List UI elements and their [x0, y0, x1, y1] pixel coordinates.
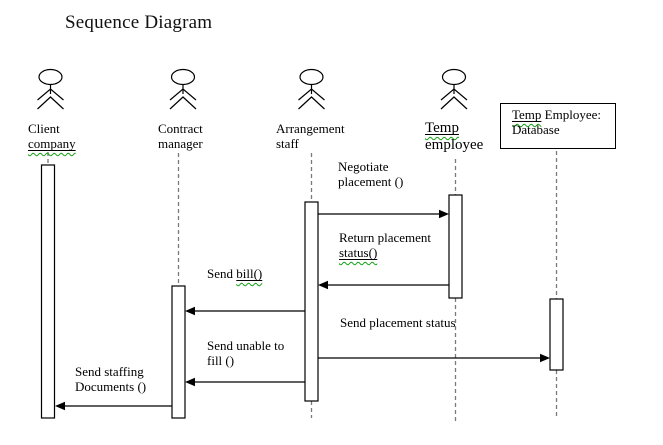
send-bill-arrow [185, 306, 305, 316]
message-prefix: Send [207, 266, 237, 281]
underlined-word: status() [339, 245, 378, 260]
arrowhead-right-icon [439, 209, 449, 219]
underlined-word: company [28, 136, 76, 151]
actor-label-line: Arrangement [276, 121, 345, 136]
arrowhead-left-icon [185, 377, 195, 387]
contract-manager-activation-bar [171, 285, 186, 419]
message-label-send-staffing-documents: Send staffing Documents () [75, 364, 146, 394]
underlined-word: Temp [425, 120, 459, 136]
arrowhead-left-icon [185, 306, 195, 316]
actor-label-line: company [28, 136, 76, 151]
temp-employee-actor-icon [440, 68, 468, 110]
actor-label-line: staff [276, 136, 299, 151]
arrowhead-right-icon [540, 353, 550, 363]
temp-employee-activation-bar [448, 194, 463, 299]
message-label-negotiate-placement: Negotiate placement () [338, 159, 403, 189]
arrangement-staff-actor-icon [298, 68, 325, 110]
database-activation-bar [549, 298, 564, 371]
actor-label-line: manager [158, 136, 203, 151]
actor-label-line: Client [28, 121, 60, 136]
object-name-rest: Employee: [541, 107, 601, 122]
page-title: Sequence Diagram [65, 12, 213, 33]
message-line: Send unable to [207, 338, 285, 353]
message-line: Documents () [75, 379, 147, 394]
underlined-word: bill() [236, 266, 263, 281]
message-line: status() [339, 245, 431, 260]
actor-label-line: Contract [158, 121, 203, 136]
client-activation-bar [40, 164, 56, 419]
message-line: Return placement [339, 230, 432, 245]
database-object-box: Temp Employee: Database [500, 103, 616, 149]
actor-label-arrangement-staff: Arrangement staff [276, 121, 345, 151]
message-line: placement () [338, 174, 404, 189]
send-unable-to-fill-arrow [185, 377, 305, 387]
message-label-send-bill: Send bill() [207, 266, 262, 281]
arrowhead-left-icon [318, 280, 328, 290]
underlined-word: Temp [512, 107, 542, 122]
send-staffing-documents-arrow [55, 401, 172, 411]
client-actor-icon [37, 68, 64, 110]
message-label-send-placement-status: Send placement status [340, 315, 456, 330]
return-placement-status-arrow [318, 280, 449, 290]
message-label-return-placement-status: Return placement status() [339, 230, 431, 260]
message-line: Negotiate [338, 159, 389, 174]
arrowhead-left-icon [55, 401, 65, 411]
send-placement-status-arrow [318, 353, 550, 363]
arrangement-staff-activation-bar [304, 201, 319, 402]
actor-label-contract-manager: Contract manager [158, 121, 203, 151]
message-label-send-unable-to-fill: Send unable to fill () [207, 338, 284, 368]
message-line: Send staffing [75, 364, 144, 379]
message-line: Send bill() [207, 266, 262, 281]
actor-label-line: employee [425, 137, 484, 153]
actor-label-line: Temp [425, 120, 483, 137]
object-name-line: Temp Employee: [512, 107, 613, 122]
message-line: fill () [207, 353, 235, 368]
actor-label-temp-employee: Temp employee [425, 120, 483, 154]
negotiate-placement-arrow [318, 209, 449, 219]
message-line: Send placement status [340, 315, 456, 330]
contract-manager-actor-icon [169, 68, 197, 110]
object-name-line: Database [512, 122, 560, 137]
actor-label-client-company: Client company [28, 121, 76, 151]
